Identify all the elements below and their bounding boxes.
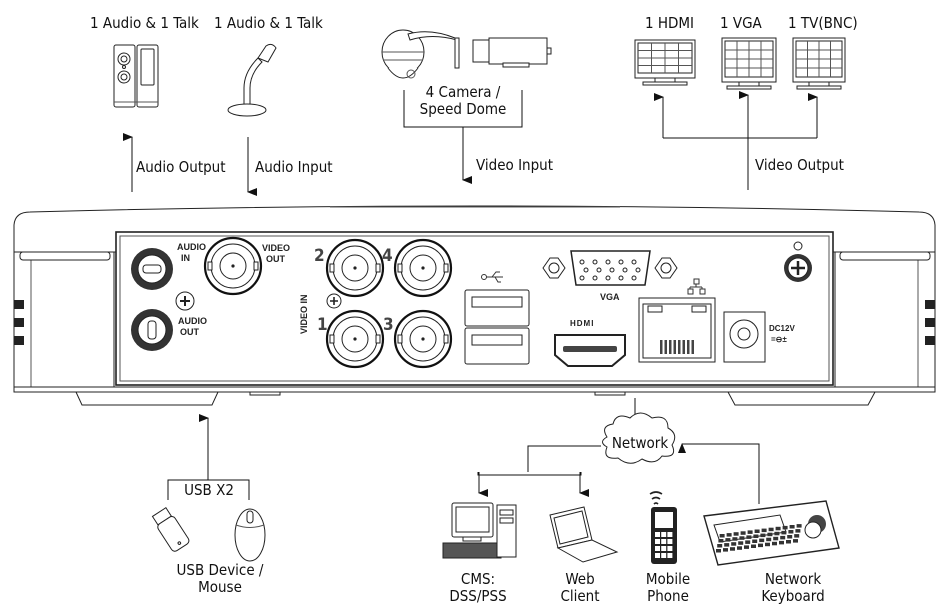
channel-4-label: 4: [382, 246, 393, 266]
channel-2-label: 2: [314, 246, 325, 266]
cms-label-2: DSS/PSS: [449, 587, 506, 605]
channel-1-label: 1: [317, 315, 328, 335]
web-client-label-1: Web: [565, 570, 594, 588]
network-keyboard-label-1: Network: [765, 570, 822, 588]
network-icon: [687, 278, 706, 295]
tv-monitor-label: 1 TV(BNC): [788, 14, 858, 32]
speed-dome-camera-icon: [381, 29, 460, 79]
ethernet-port[interactable]: [638, 297, 716, 363]
hdmi-port[interactable]: [554, 334, 626, 367]
mobile-phone-label-1: Mobile: [646, 570, 690, 588]
audio-in-label: AUDIO: [177, 242, 206, 252]
ground-screw-icon: [175, 291, 195, 311]
network-keyboard-label-2: Keyboard: [761, 587, 824, 605]
mobile-phone-label-2: Phone: [647, 587, 689, 605]
hdmi-monitor-label: 1 HDMI: [645, 14, 694, 32]
vga-label: VGA: [600, 292, 620, 302]
video-out-bnc[interactable]: [203, 236, 263, 296]
video-in-3-bnc[interactable]: [393, 309, 453, 369]
vga-monitor-label: 1 VGA: [720, 14, 763, 32]
audio-output-label: Audio Output: [136, 158, 226, 176]
vga-port[interactable]: [542, 250, 678, 286]
box-camera-icon: [472, 37, 552, 68]
ground-screw-icon-2: [326, 293, 342, 309]
speaker-icon: [113, 44, 159, 108]
audio-in-label-2: IN: [181, 253, 190, 263]
usb-device-label-1: USB Device /: [177, 561, 264, 579]
video-in-label: VIDEO IN: [299, 294, 309, 334]
video-input-label: Video Input: [476, 156, 553, 174]
usb-stick-icon: [151, 507, 190, 552]
video-in-4-bnc[interactable]: [393, 238, 453, 298]
cms-computer-icon: [442, 502, 517, 559]
hdmi-monitor-icon: [634, 39, 696, 86]
mouse-icon: [234, 508, 266, 562]
audio-in-port[interactable]: [131, 248, 173, 290]
speaker-label: 1 Audio & 1 Talk: [90, 14, 199, 32]
laptop-icon: [549, 506, 619, 563]
audio-out-label: AUDIO: [178, 316, 207, 326]
web-client-label-2: Client: [560, 587, 599, 605]
cms-label-1: CMS:: [461, 570, 495, 588]
vga-monitor-icon: [721, 37, 777, 90]
usb-port-lower[interactable]: [464, 327, 530, 365]
mobile-phone-icon: [649, 491, 677, 564]
usb-device-label-2: Mouse: [198, 578, 242, 596]
tv-monitor-icon: [792, 37, 846, 90]
audio-out-port[interactable]: [131, 309, 173, 351]
dc-polarity-label: =⊖±: [771, 335, 787, 344]
dc-power-port[interactable]: [723, 311, 766, 363]
video-in-1-bnc[interactable]: [325, 309, 385, 369]
video-out-label: VIDEO: [262, 243, 290, 253]
channel-3-label: 3: [383, 315, 394, 335]
usb-group-label: USB X2: [184, 481, 234, 499]
video-in-2-bnc[interactable]: [325, 238, 385, 298]
network-label: Network: [612, 434, 669, 452]
hdmi-label: HDMI: [570, 319, 594, 328]
camera-label-line2: Speed Dome: [420, 100, 507, 118]
video-output-label: Video Output: [755, 156, 844, 174]
microphone-icon: [227, 43, 277, 117]
dc12v-label: DC12V: [769, 324, 795, 333]
camera-label-line1: 4 Camera /: [426, 83, 501, 101]
microphone-label: 1 Audio & 1 Talk: [214, 14, 323, 32]
video-out-label-2: OUT: [266, 254, 286, 264]
usb-icon: [481, 271, 503, 283]
network-cloud-icon: [602, 412, 676, 464]
audio-out-label-2: OUT: [180, 327, 200, 337]
audio-input-label: Audio Input: [255, 158, 333, 176]
network-keyboard-icon: [703, 500, 840, 566]
ground-terminal-icon: [784, 241, 812, 282]
usb-port-upper[interactable]: [464, 289, 530, 327]
